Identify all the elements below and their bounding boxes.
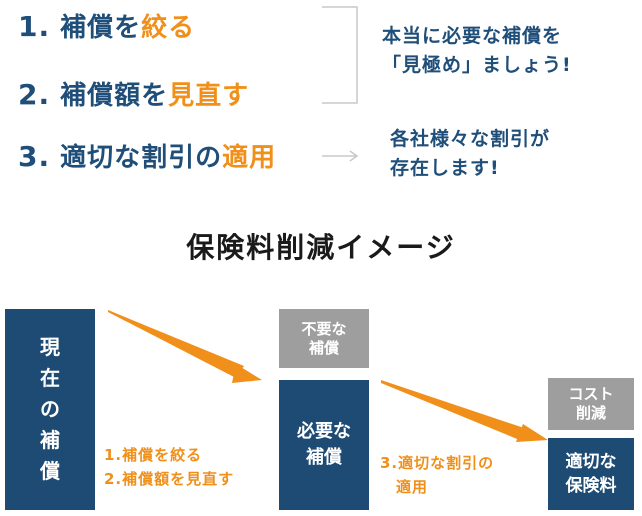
needed-coverage-box: 必要な 補償 <box>279 380 369 510</box>
final-box-line-1: 適切な <box>565 452 617 472</box>
step-2-text: 補償額を <box>60 81 169 111</box>
gray-arrow-icon <box>322 150 359 162</box>
current-coverage-box: 現 在 の 補 償 <box>5 309 95 510</box>
note-2-line-1: 各社様々な割引が <box>390 128 551 150</box>
label-step-3-line-1: 3.適切な割引の <box>380 454 495 472</box>
unneeded-box-line-2: 補償 <box>308 338 339 357</box>
step-1: 1. 補償を絞る <box>18 10 196 44</box>
unneeded-coverage-box: 不要な 補償 <box>279 309 369 368</box>
step-1-text: 補償を <box>60 13 142 43</box>
step-2-number: 2. <box>18 78 51 111</box>
step-2-highlight: 見直す <box>168 81 250 111</box>
note-2-line-2: 存在します! <box>390 157 500 179</box>
current-box-char: 現 <box>40 335 60 359</box>
step-1-highlight: 絞る <box>141 13 196 43</box>
bracket <box>322 6 358 104</box>
top-connectors <box>322 6 359 162</box>
current-box-char: 補 <box>40 428 60 452</box>
current-box-char: 在 <box>40 366 60 390</box>
final-box-line-2: 保険料 <box>565 476 617 496</box>
needed-box-line-1: 必要な <box>297 421 351 442</box>
current-box-char: 償 <box>40 459 60 483</box>
label-step-3-line-2: 適用 <box>396 478 429 496</box>
note-1-line-2: 「見極め」ましょう! <box>382 54 572 76</box>
needed-box-line-2: 補償 <box>306 447 342 468</box>
step-1-number: 1. <box>18 10 51 43</box>
label-steps-1-2: 1.補償を絞る 2.補償額を見直す <box>104 443 234 491</box>
label-step-3: 3.適切な割引の 適用 <box>380 451 494 499</box>
orange-arrow-icon <box>108 310 262 383</box>
step-3-number: 3. <box>18 140 51 173</box>
current-box-char: の <box>40 397 60 421</box>
step-3-highlight: 適用 <box>222 143 277 173</box>
step-2: 2. 補償額を見直す <box>18 78 250 112</box>
note-2: 各社様々な割引が 存在します! <box>390 125 550 183</box>
note-1-line-1: 本当に必要な補償を <box>382 25 563 47</box>
cost-reduction-box: コスト 削減 <box>548 378 634 430</box>
orange-arrows <box>108 310 548 442</box>
appropriate-premium-box: 適切な 保険料 <box>548 438 634 510</box>
unneeded-box-line-1: 不要な <box>301 319 347 338</box>
step-3: 3. 適切な割引の適用 <box>18 140 277 174</box>
step-3-text: 適切な割引の <box>60 143 223 173</box>
label-step-2: 2.補償額を見直す <box>104 470 235 488</box>
cost-box-line-2: 削減 <box>575 404 606 422</box>
label-step-1: 1.補償を絞る <box>104 446 203 464</box>
diagram-title: 保険料削減イメージ <box>186 231 456 264</box>
note-1: 本当に必要な補償を 「見極め」ましょう! <box>382 22 572 80</box>
orange-arrow-icon <box>381 380 548 442</box>
cost-box-line-1: コスト <box>568 385 614 403</box>
